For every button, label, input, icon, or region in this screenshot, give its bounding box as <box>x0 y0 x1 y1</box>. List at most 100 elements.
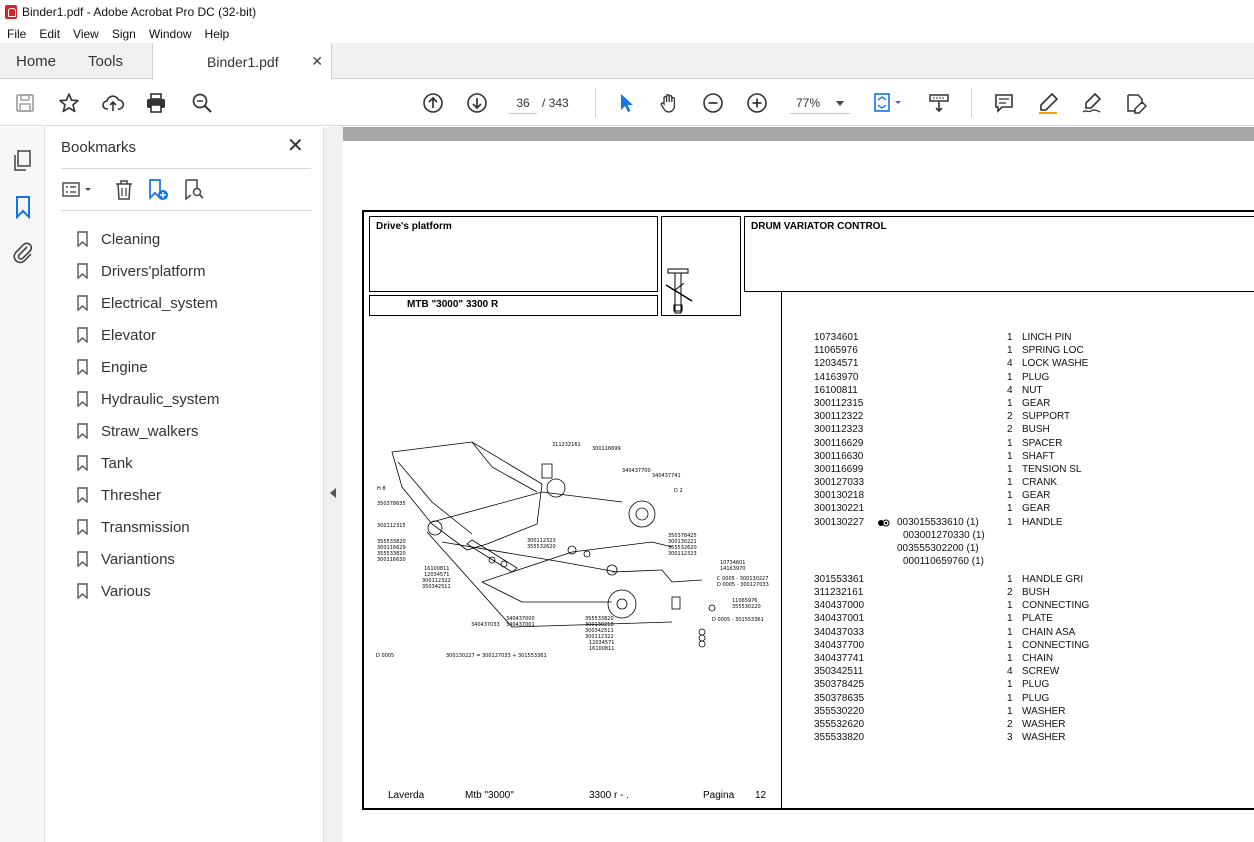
page-number-input[interactable]: 36 <box>509 92 537 114</box>
star-icon[interactable] <box>57 91 81 115</box>
diagram-label: H 8 <box>377 486 386 492</box>
zoom-level-value: 77% <box>796 96 821 110</box>
part-qty: 3 <box>1007 732 1013 744</box>
bookmark-item-cleaning[interactable]: Cleaning <box>77 223 219 255</box>
menu-help[interactable]: Help <box>204 26 230 41</box>
subpart-line: 003015533610 (1) <box>897 516 979 528</box>
tab-document[interactable]: Binder1.pdf ✕ <box>152 43 332 80</box>
document-view[interactable]: Drive's platform MTB "3000" 3300 R DRUM … <box>343 127 1254 842</box>
part-code: 10734601 <box>814 332 859 343</box>
panel-splitter[interactable] <box>324 127 343 842</box>
diagram-label: 355533820 <box>377 539 406 545</box>
toolbar-separator <box>595 88 596 118</box>
bookmark-item-straw-walkers[interactable]: Straw_walkers <box>77 415 219 447</box>
part-code: 300116699 <box>814 463 864 475</box>
bookmark-item-hydraulic-system[interactable]: Hydraulic_system <box>77 383 219 415</box>
save-icon[interactable] <box>13 91 37 115</box>
menu-sign[interactable]: Sign <box>111 26 136 41</box>
tab-home[interactable]: Home <box>16 52 57 70</box>
group-title-box: DRUM VARIATOR CONTROL <box>744 216 1254 292</box>
part-code: 300112315 <box>814 397 864 409</box>
diagram-label: 340437700 <box>622 468 651 474</box>
part-code: 355533820 <box>814 732 865 744</box>
diagram-label: 340437000 <box>506 616 535 622</box>
hand-tool-icon[interactable] <box>657 91 681 115</box>
part-code: 340437700 <box>814 639 865 651</box>
part-code: 300116630 <box>814 450 864 462</box>
menu-view[interactable]: View <box>73 26 99 41</box>
fill-sign-icon[interactable] <box>1124 91 1148 115</box>
bookmark-label: Tank <box>101 454 133 472</box>
drive-platform-pictogram-icon <box>665 268 693 314</box>
find-bookmark-icon[interactable] <box>182 178 206 202</box>
tab-tools[interactable]: Tools <box>88 52 124 70</box>
close-panel-icon[interactable]: ✕ <box>287 135 304 157</box>
zoom-out-icon[interactable] <box>701 91 725 115</box>
bookmarks-panel-icon[interactable] <box>11 195 35 220</box>
part-code: 340437741 <box>814 652 865 664</box>
bookmark-item-engine[interactable]: Engine <box>77 351 219 383</box>
part-qty: 1 <box>1007 371 1013 383</box>
menu-edit[interactable]: Edit <box>39 26 61 41</box>
bookmark-item-transmission[interactable]: Transmission <box>77 511 219 543</box>
scroll-mode-icon[interactable] <box>927 91 951 115</box>
diagram-label: C 0005 - 300130227 <box>717 576 768 582</box>
zoom-search-icon[interactable] <box>190 91 214 115</box>
window-title: Binder1.pdf - Adobe Acrobat Pro DC (32-b… <box>22 5 257 19</box>
bookmark-label: Straw_walkers <box>101 422 199 440</box>
highlight-pen-icon[interactable] <box>1036 91 1060 115</box>
zoom-level-select[interactable]: 77% <box>790 92 850 114</box>
select-cursor-icon[interactable] <box>614 91 638 115</box>
footer-page-label: Pagina <box>703 790 735 801</box>
part-qty: 1 <box>1007 705 1013 717</box>
bookmark-item-electrical-system[interactable]: Electrical_system <box>77 287 219 319</box>
bookmark-item-tank[interactable]: Tank <box>77 447 219 479</box>
menu-file[interactable]: File <box>7 26 27 41</box>
menu-window[interactable]: Window <box>148 26 192 41</box>
page-thumbnails-icon[interactable] <box>11 149 35 173</box>
section-icon-box <box>661 216 741 316</box>
new-bookmark-icon[interactable] <box>146 178 170 202</box>
part-code: 14163970 <box>814 371 859 383</box>
collapse-panel-arrow-icon[interactable] <box>330 488 336 498</box>
part-code: 355532620 <box>814 718 865 730</box>
model-title: MTB "3000" 3300 R <box>407 299 499 310</box>
part-qty: 1 <box>1007 463 1013 475</box>
part-qty: 4 <box>1007 384 1013 396</box>
draw-sign-icon[interactable] <box>1080 91 1104 115</box>
diagram-label: 355532620 <box>668 545 697 551</box>
part-code: 350342511 <box>814 666 864 678</box>
diagram-label: 16100811 <box>589 646 614 652</box>
attachments-paperclip-icon[interactable] <box>11 240 35 264</box>
footer-model: Mtb "3000" <box>465 790 514 801</box>
close-tab-icon[interactable]: ✕ <box>311 53 323 69</box>
bookmark-item-variantions[interactable]: Variantions <box>77 543 219 575</box>
delete-bookmark-trash-icon[interactable] <box>112 178 136 202</box>
previous-page-icon[interactable] <box>421 91 445 115</box>
bookmark-icon <box>77 455 88 471</box>
bookmark-icon <box>77 391 88 407</box>
part-desc: BUSH <box>1022 424 1050 436</box>
bookmark-icon <box>77 519 88 535</box>
bookmark-label: Engine <box>101 358 148 376</box>
bookmark-item-drivers-platform[interactable]: Drivers'platform <box>77 255 219 287</box>
diagram-label: 300112323 <box>527 538 556 544</box>
diagram-label: 10734601 <box>720 560 745 566</box>
upload-cloud-icon[interactable] <box>101 91 125 115</box>
bookmark-options-menu-icon[interactable] <box>61 178 97 202</box>
next-page-icon[interactable] <box>465 91 489 115</box>
diagram-label: 350342511 <box>422 584 451 590</box>
part-qty: 1 <box>1007 613 1013 625</box>
diagram-label: 12034571 <box>424 572 449 578</box>
footer-brand: Laverda <box>388 790 425 801</box>
zoom-in-icon[interactable] <box>745 91 769 115</box>
bookmark-item-various[interactable]: Various <box>77 575 219 607</box>
bookmark-item-elevator[interactable]: Elevator <box>77 319 219 351</box>
print-icon[interactable] <box>144 91 168 115</box>
bookmark-icon <box>77 551 88 567</box>
bookmark-item-thresher[interactable]: Thresher <box>77 479 219 511</box>
part-qty: 1 <box>1007 345 1013 357</box>
part-desc: GEAR <box>1022 490 1051 502</box>
comment-icon[interactable] <box>992 91 1016 115</box>
fit-page-icon[interactable] <box>872 91 906 115</box>
